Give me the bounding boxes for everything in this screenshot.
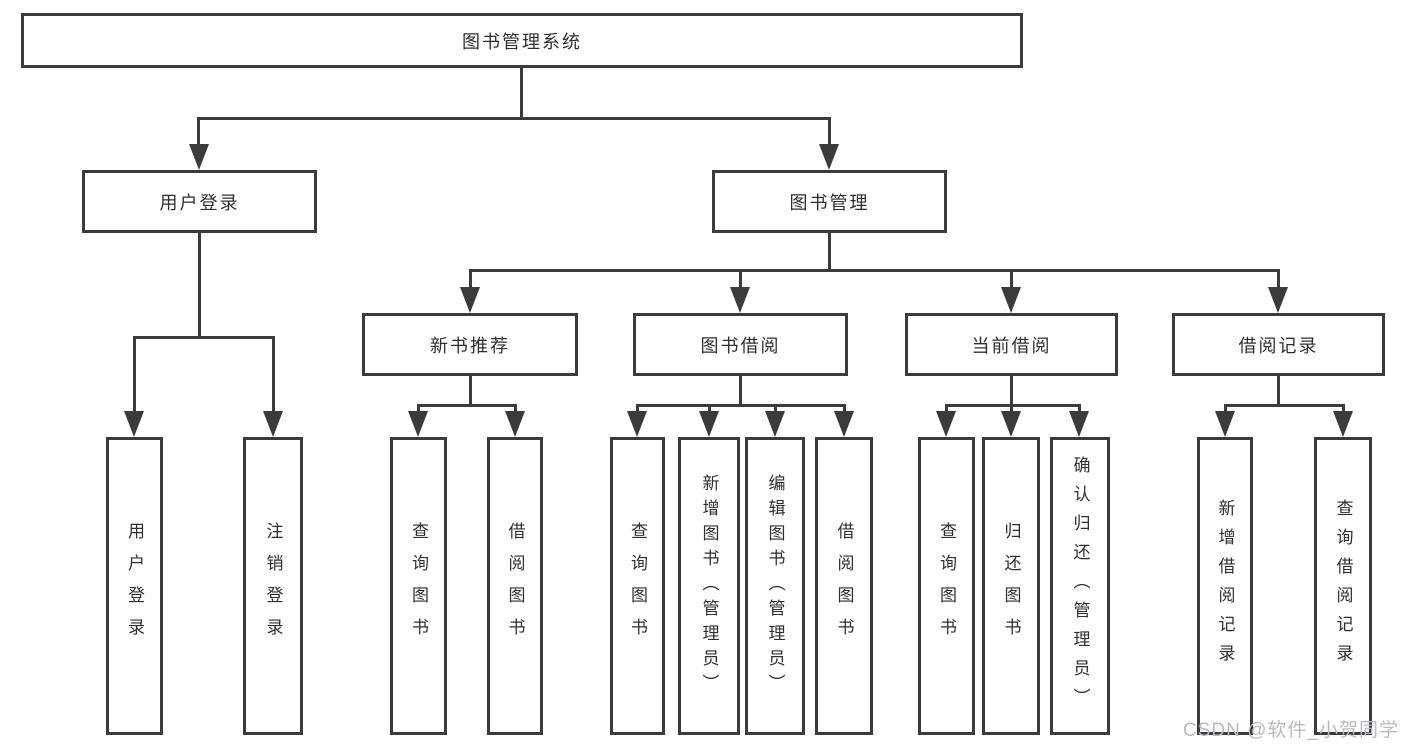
- connector-records-drop-1: [1224, 404, 1227, 414]
- leaf-bb-query-books: 查询图书: [610, 437, 665, 735]
- arrowhead-cb-query-icon: [936, 411, 956, 437]
- leaf-cb-query-books: 查询图书: [918, 437, 975, 735]
- arrowhead-nb-query-icon: [408, 411, 428, 437]
- arrowhead-nb-borrow-icon: [505, 411, 525, 437]
- connector-mgmt-crossbar: [470, 269, 1278, 272]
- leaf-br-query-record: 查询借阅记录: [1314, 437, 1372, 735]
- arrowhead-br-add-icon: [1215, 411, 1235, 437]
- arrowhead-book-borrow-icon: [730, 287, 750, 313]
- connector-borrow-drop-1: [636, 404, 639, 414]
- arrowhead-current-borrow-icon: [1001, 287, 1021, 313]
- connector-borrow-drop-4: [843, 404, 846, 414]
- connector-mgmt-drop-2: [739, 269, 742, 291]
- connector-borrow-drop-3: [774, 404, 777, 414]
- node-borrow-records: 借阅记录: [1172, 313, 1385, 376]
- leaf-nb-query-books: 查询图书: [390, 437, 447, 735]
- leaf-cb-return-books: 归还图书: [982, 437, 1040, 735]
- arrowhead-bb-edit-icon: [765, 411, 785, 437]
- leaf-bb-borrow-books: 借阅图书: [815, 437, 873, 735]
- leaf-nb-borrow-books: 借阅图书: [487, 437, 543, 735]
- arrowhead-new-book-rec-icon: [460, 287, 480, 313]
- connector-mgmt-drop-4: [1277, 269, 1280, 291]
- connector-current-drop-2: [1010, 404, 1013, 414]
- connector-current-stem: [1010, 374, 1013, 407]
- connector-borrow-stem: [739, 374, 742, 407]
- arrowhead-bb-add-icon: [699, 411, 719, 437]
- connector-newbook-stem: [469, 374, 472, 407]
- watermark: CSDN @软件_小贺同学: [1183, 720, 1399, 741]
- connector-current-drop-3: [1078, 404, 1081, 414]
- connector-current-crossbar: [945, 404, 1081, 407]
- connector-borrow-drop-2: [708, 404, 711, 414]
- connector-newbook-crossbar: [417, 404, 516, 407]
- connector-newbook-drop-1: [417, 404, 420, 414]
- arrowhead-bb-borrow-icon: [834, 411, 854, 437]
- leaf-user-login: 用户登录: [106, 437, 163, 735]
- node-book-mgmt: 图书管理: [712, 170, 947, 233]
- connector-newbook-drop-2: [514, 404, 517, 414]
- node-new-book-rec: 新书推荐: [362, 313, 578, 376]
- connector-root-stem: [520, 66, 523, 119]
- connector-records-drop-2: [1342, 404, 1345, 414]
- connector-records-stem: [1277, 374, 1280, 407]
- leaf-bb-edit-books-admin: 编辑图书（管理员）: [745, 437, 805, 735]
- node-book-borrow: 图书借阅: [633, 313, 848, 376]
- connector-root-right-drop: [828, 117, 831, 148]
- connector-current-drop-1: [945, 404, 948, 414]
- connector-login-right-drop: [272, 336, 275, 415]
- arrowhead-book-mgmt-icon: [819, 144, 839, 170]
- arrowhead-br-query-icon: [1333, 411, 1353, 437]
- connector-records-crossbar: [1224, 404, 1344, 407]
- connector-borrow-crossbar: [636, 404, 845, 407]
- leaf-br-add-record: 新增借阅记录: [1197, 437, 1253, 735]
- arrowhead-borrow-records-icon: [1268, 287, 1288, 313]
- arrowhead-cb-return-icon: [1001, 411, 1021, 437]
- connector-login-stem: [198, 231, 201, 338]
- connector-mgmt-drop-3: [1010, 269, 1013, 291]
- leaf-cb-confirm-return-admin: 确认归还（管理员）: [1050, 437, 1110, 735]
- connector-root-crossbar: [198, 117, 830, 120]
- connector-root-left-drop: [197, 117, 200, 148]
- node-user-login: 用户登录: [82, 170, 317, 233]
- connector-mgmt-drop-1: [469, 269, 472, 291]
- leaf-logout: 注销登录: [243, 437, 303, 735]
- arrowhead-leaf-logout-icon: [263, 411, 283, 437]
- arrowhead-cb-confirm-icon: [1069, 411, 1089, 437]
- arrowhead-user-login-icon: [189, 144, 209, 170]
- leaf-bb-add-books-admin: 新增图书（管理员）: [678, 437, 740, 735]
- arrowhead-leaf-user-login-icon: [124, 411, 144, 437]
- connector-login-crossbar: [133, 336, 274, 339]
- connector-login-left-drop: [133, 336, 136, 415]
- arrowhead-bb-query-icon: [627, 411, 647, 437]
- node-current-borrow: 当前借阅: [905, 313, 1118, 376]
- connector-mgmt-stem: [828, 231, 831, 272]
- node-root: 图书管理系统: [21, 13, 1023, 68]
